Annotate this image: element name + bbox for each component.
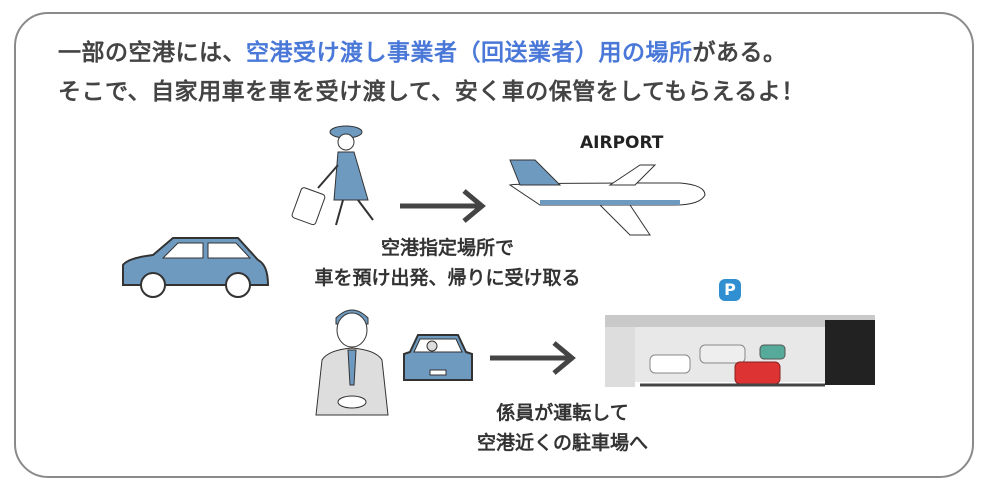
headline-highlight: 空港受け渡し事業者（回送業者）用の場所	[246, 40, 693, 66]
airport-label: AIRPORT	[580, 133, 664, 153]
driven-car-icon	[403, 334, 473, 381]
arrow-right-icon	[400, 189, 486, 223]
traveler-woman-icon	[291, 125, 374, 226]
step1-caption-line2: 車を預け出発、帰りに受け取る	[314, 267, 581, 289]
staff-man-icon	[315, 309, 389, 416]
step2-caption-line1: 係員が運転して	[496, 402, 629, 424]
arrow-right-icon-2	[490, 341, 576, 375]
headline-line-1: 一部の空港には、空港受け渡し事業者（回送業者）用の場所がある。	[58, 33, 787, 67]
headline-suffix: がある。	[692, 40, 787, 66]
airplane-icon	[508, 159, 706, 236]
parking-garage-icon	[605, 315, 875, 387]
step1-caption-line1: 空港指定場所で	[380, 237, 514, 259]
headline-prefix: 一部の空港には、	[58, 40, 246, 66]
step2-caption-line2: 空港近くの駐車場へ	[476, 432, 648, 454]
family-car-icon	[122, 237, 270, 298]
content-frame	[14, 12, 974, 478]
parking-sign-icon: P	[719, 279, 741, 301]
headline-line-2: そこで、自家用車を車を受け渡して、安く車の保管をしてもらえるよ！	[58, 79, 805, 105]
